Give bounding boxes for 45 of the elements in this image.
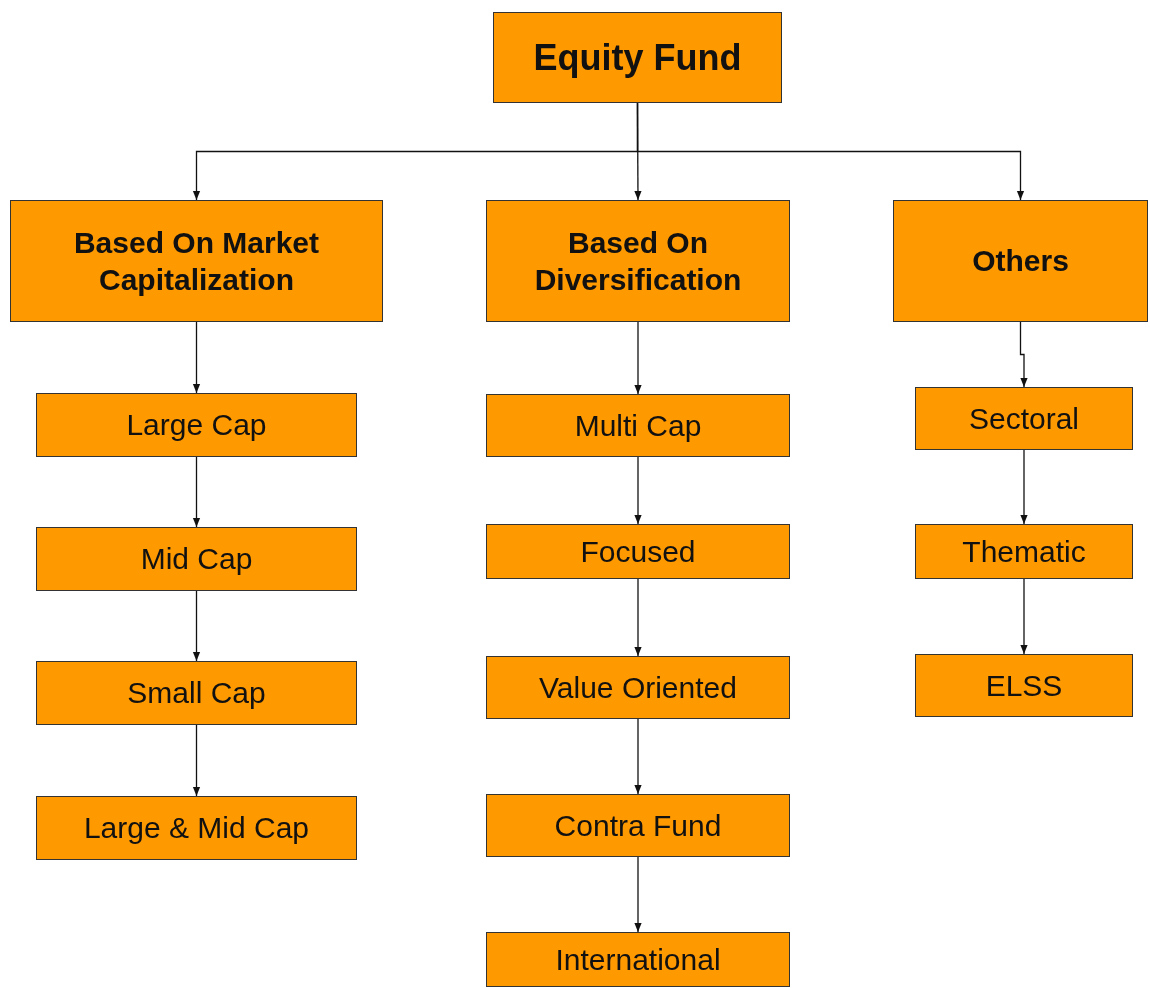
fund-type-box: [36, 393, 357, 457]
node-label: Equity Fund: [533, 36, 742, 80]
node-label: Others: [972, 243, 1069, 280]
category-box: [486, 200, 790, 322]
node-label: ELSS: [985, 667, 1063, 704]
arrow: [1019, 321, 1028, 388]
fund-type-box: [36, 527, 357, 591]
fund-type-box: [486, 656, 790, 719]
node-label: Small Cap: [127, 675, 266, 712]
fund-type-box: [915, 524, 1133, 579]
arrow: [192, 456, 201, 528]
node-label: Large & Mid Cap: [83, 810, 310, 847]
arrow: [192, 724, 201, 797]
node-label: Mid Cap: [140, 541, 253, 578]
fund-type-box: [486, 524, 790, 579]
fund-type-box: [36, 661, 357, 725]
arrow: [1020, 578, 1028, 655]
node-label: Multi Cap: [574, 407, 702, 444]
arrow: [634, 856, 642, 933]
node-label: Sectoral: [968, 400, 1080, 437]
fund-type-box: [915, 654, 1133, 717]
node-label: Value Oriented: [539, 669, 737, 706]
node-label: Focused: [580, 533, 696, 570]
arrow: [192, 590, 201, 662]
node-label: Thematic: [962, 533, 1086, 570]
arrow: [634, 578, 642, 657]
arrow: [636, 102, 1025, 201]
arrow: [634, 456, 642, 525]
fund-type-box: [36, 796, 357, 860]
fund-type-box: [915, 387, 1133, 450]
node-label: Based On Market Capitalization: [72, 224, 321, 298]
arrow: [192, 321, 201, 394]
category-box: [893, 200, 1148, 322]
fund-type-box: [486, 394, 790, 457]
arrow: [634, 321, 642, 395]
node-label: Large Cap: [126, 407, 267, 444]
arrow: [1020, 449, 1028, 525]
fund-type-box: [486, 932, 790, 987]
node-label: Contra Fund: [554, 807, 722, 844]
node-label: International: [555, 941, 721, 978]
fund-type-box: [486, 794, 790, 857]
arrow: [634, 718, 642, 795]
category-box: [10, 200, 383, 322]
node-label: Based On Diversification: [533, 224, 743, 298]
category-box: [493, 12, 782, 103]
